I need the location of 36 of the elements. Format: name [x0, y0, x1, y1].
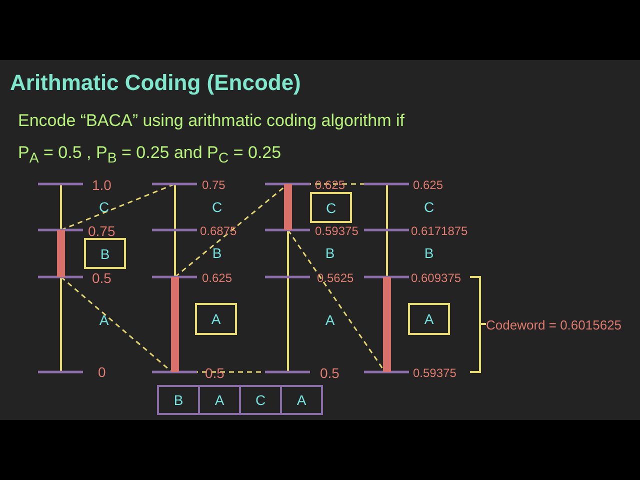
symbol-box: A	[408, 303, 450, 335]
tick-value: 0.5625	[317, 271, 354, 285]
tick-value: 0.6875	[200, 224, 237, 238]
instruction-text: Encode “BACA” using arithmatic coding algorithm if	[18, 111, 404, 131]
tick-value: 0.609375	[411, 271, 462, 285]
slide-title: Arithmatic Coding (Encode)	[10, 70, 301, 96]
sequence-cell: C	[239, 385, 282, 415]
tick-value: 0	[98, 364, 106, 380]
symbol-box: A	[195, 303, 237, 335]
segment-letter: C	[424, 199, 434, 215]
segment-letter: A	[325, 312, 335, 328]
tick-value: 1.0	[92, 177, 112, 193]
tick-value: 0.5	[92, 270, 112, 286]
probability-text: P$_{A}$ = 0.5 , P$_{B}$ = 0.25 and P$_{C}$ = 0.25	[18, 143, 282, 166]
tick-value: 0.75	[202, 178, 226, 192]
segment-letter: B	[212, 245, 222, 261]
tick-value: 0.5	[320, 365, 340, 381]
tick-value: 0.59375	[413, 366, 456, 380]
segment-letter: C	[98, 199, 110, 215]
segment-letter: A	[99, 312, 109, 328]
tick-value: 0.625	[315, 178, 346, 192]
tick-value: 0.625	[202, 271, 232, 285]
tick-value: 0.5	[205, 365, 224, 381]
tick-value: 0.625	[413, 178, 444, 192]
segment-letter: B	[325, 245, 335, 261]
symbol-box: B	[84, 238, 126, 269]
tick-value: 0.6171875	[411, 224, 468, 238]
symbol-box: C	[310, 192, 352, 223]
tick-value: 0.75	[88, 223, 116, 239]
sequence-cell: A	[280, 385, 323, 415]
sequence-cell: A	[198, 385, 241, 415]
codeword-label: Codeword = 0.6015625	[486, 318, 622, 332]
segment-letter: C	[212, 199, 222, 215]
segment-letter: B	[424, 245, 434, 261]
tick-value: 0.59375	[315, 224, 358, 238]
sequence-cell: B	[157, 385, 200, 415]
